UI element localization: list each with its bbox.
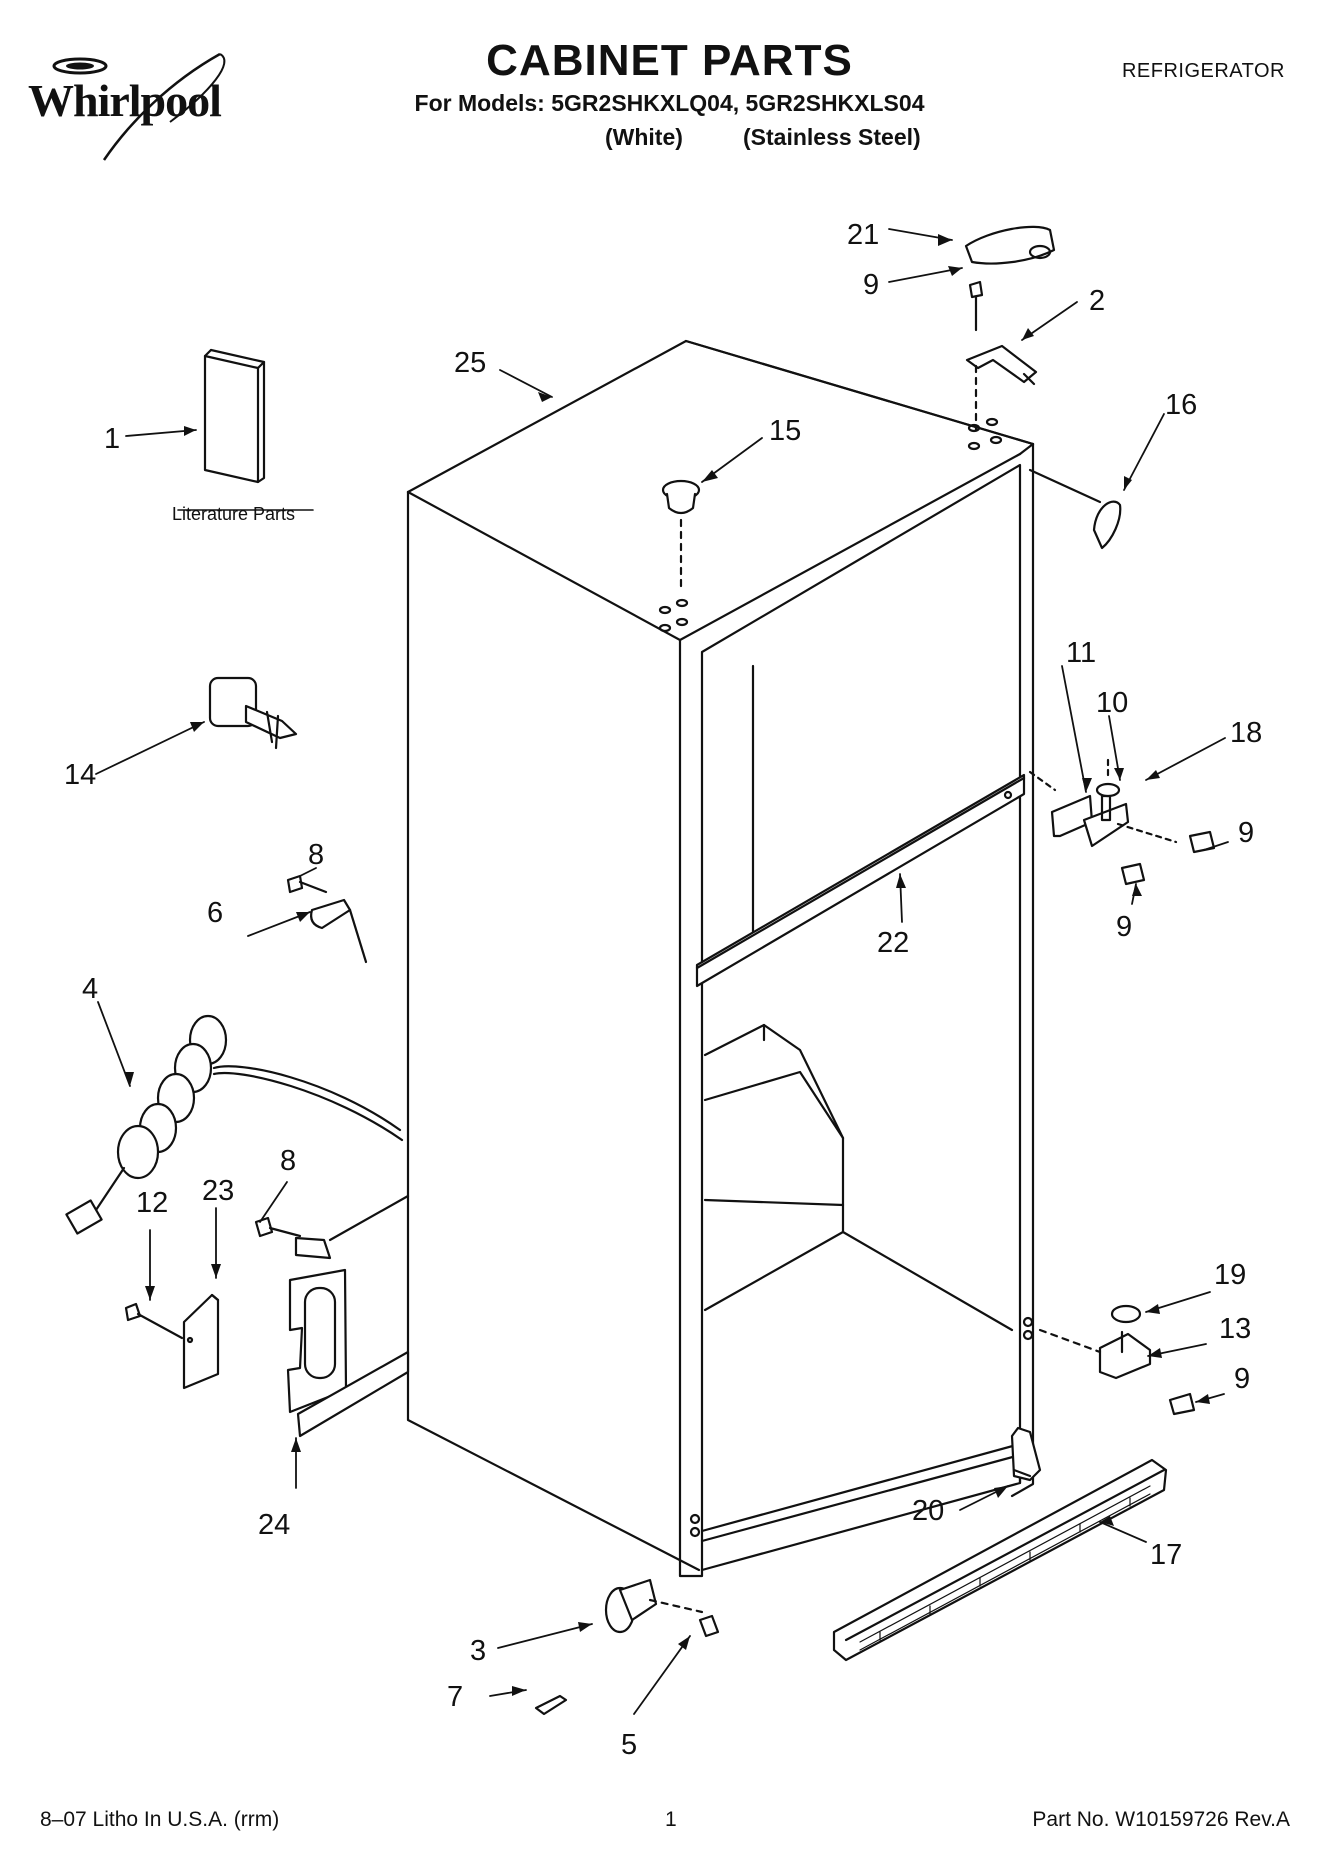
callout-9-top: 9 <box>863 269 879 301</box>
footer-part-number: Part No. W10159726 Rev.A <box>1032 1808 1290 1831</box>
hinge-cap-16 <box>1028 468 1122 550</box>
callout-22: 22 <box>877 927 909 959</box>
appliance-type: REFRIGERATOR <box>1121 60 1285 82</box>
variant-stainless: (Stainless Steel) <box>743 124 921 150</box>
base-grille-17 <box>832 1458 1168 1662</box>
callout-21: 21 <box>847 219 879 251</box>
callout-23: 23 <box>202 1175 234 1207</box>
bottom-hinge-assembly <box>1038 1304 1196 1416</box>
callout-3: 3 <box>470 1635 486 1667</box>
callout-10: 10 <box>1096 687 1128 719</box>
door-handle-part-14 <box>208 676 298 750</box>
callout-2: 2 <box>1089 285 1105 317</box>
callout-13: 13 <box>1219 1313 1251 1345</box>
literature-parts-icon <box>177 348 314 511</box>
whirlpool-logo <box>52 52 226 161</box>
callout-6: 6 <box>207 897 223 929</box>
callout-14: 14 <box>64 759 96 791</box>
cabinet-top-plug <box>661 479 701 592</box>
callout-9-under: 9 <box>1116 911 1132 943</box>
footer-litho: 8–07 Litho In U.S.A. (rrm) <box>40 1808 280 1831</box>
center-hinge-assembly <box>1028 758 1216 886</box>
callout-11: 11 <box>1066 637 1096 669</box>
callout-9-right: 9 <box>1238 817 1254 849</box>
footer-page-number: 1 <box>665 1808 677 1831</box>
callout-18: 18 <box>1230 717 1262 749</box>
callout-7: 7 <box>447 1681 463 1713</box>
callout-1: 1 <box>104 423 120 455</box>
callout-numbers: 21 9 2 25 16 15 1 Literature Parts 11 10… <box>64 219 1262 1761</box>
callout-4: 4 <box>82 973 98 1005</box>
callout-20: 20 <box>912 1495 944 1527</box>
models-line: For Models: 5GR2SHKXLQ04, 5GR2SHKXLS04 <box>414 90 925 116</box>
callout-8-upper: 8 <box>308 839 324 871</box>
callout-12: 12 <box>136 1187 168 1219</box>
power-cord <box>65 1014 404 1235</box>
cover-23 <box>124 1293 220 1390</box>
bracket-24 <box>254 1194 410 1438</box>
callout-25: 25 <box>454 347 486 379</box>
page-title: CABINET PARTS <box>486 36 853 85</box>
callout-5: 5 <box>621 1729 637 1761</box>
callout-24: 24 <box>258 1509 290 1541</box>
callout-17: 17 <box>1150 1539 1182 1571</box>
cord-clamp-part-6 <box>286 874 368 964</box>
callout-8-lower: 8 <box>280 1145 296 1177</box>
variant-white: (White) <box>605 124 683 150</box>
roller-assembly <box>534 1578 720 1716</box>
cabinet-body <box>406 339 1035 1849</box>
callout-19: 19 <box>1214 1259 1246 1291</box>
callout-9-bottom: 9 <box>1234 1363 1250 1395</box>
brand-name: Whirlpool <box>28 75 222 126</box>
leader-arrowheads <box>124 234 1210 1696</box>
literature-parts-label: Literature Parts <box>172 504 295 524</box>
grille-clip-20 <box>1010 1426 1042 1482</box>
top-hinge-assembly <box>965 280 1038 432</box>
top-hinge-cover <box>964 225 1056 265</box>
callout-16: 16 <box>1165 389 1197 421</box>
callout-15: 15 <box>769 415 801 447</box>
